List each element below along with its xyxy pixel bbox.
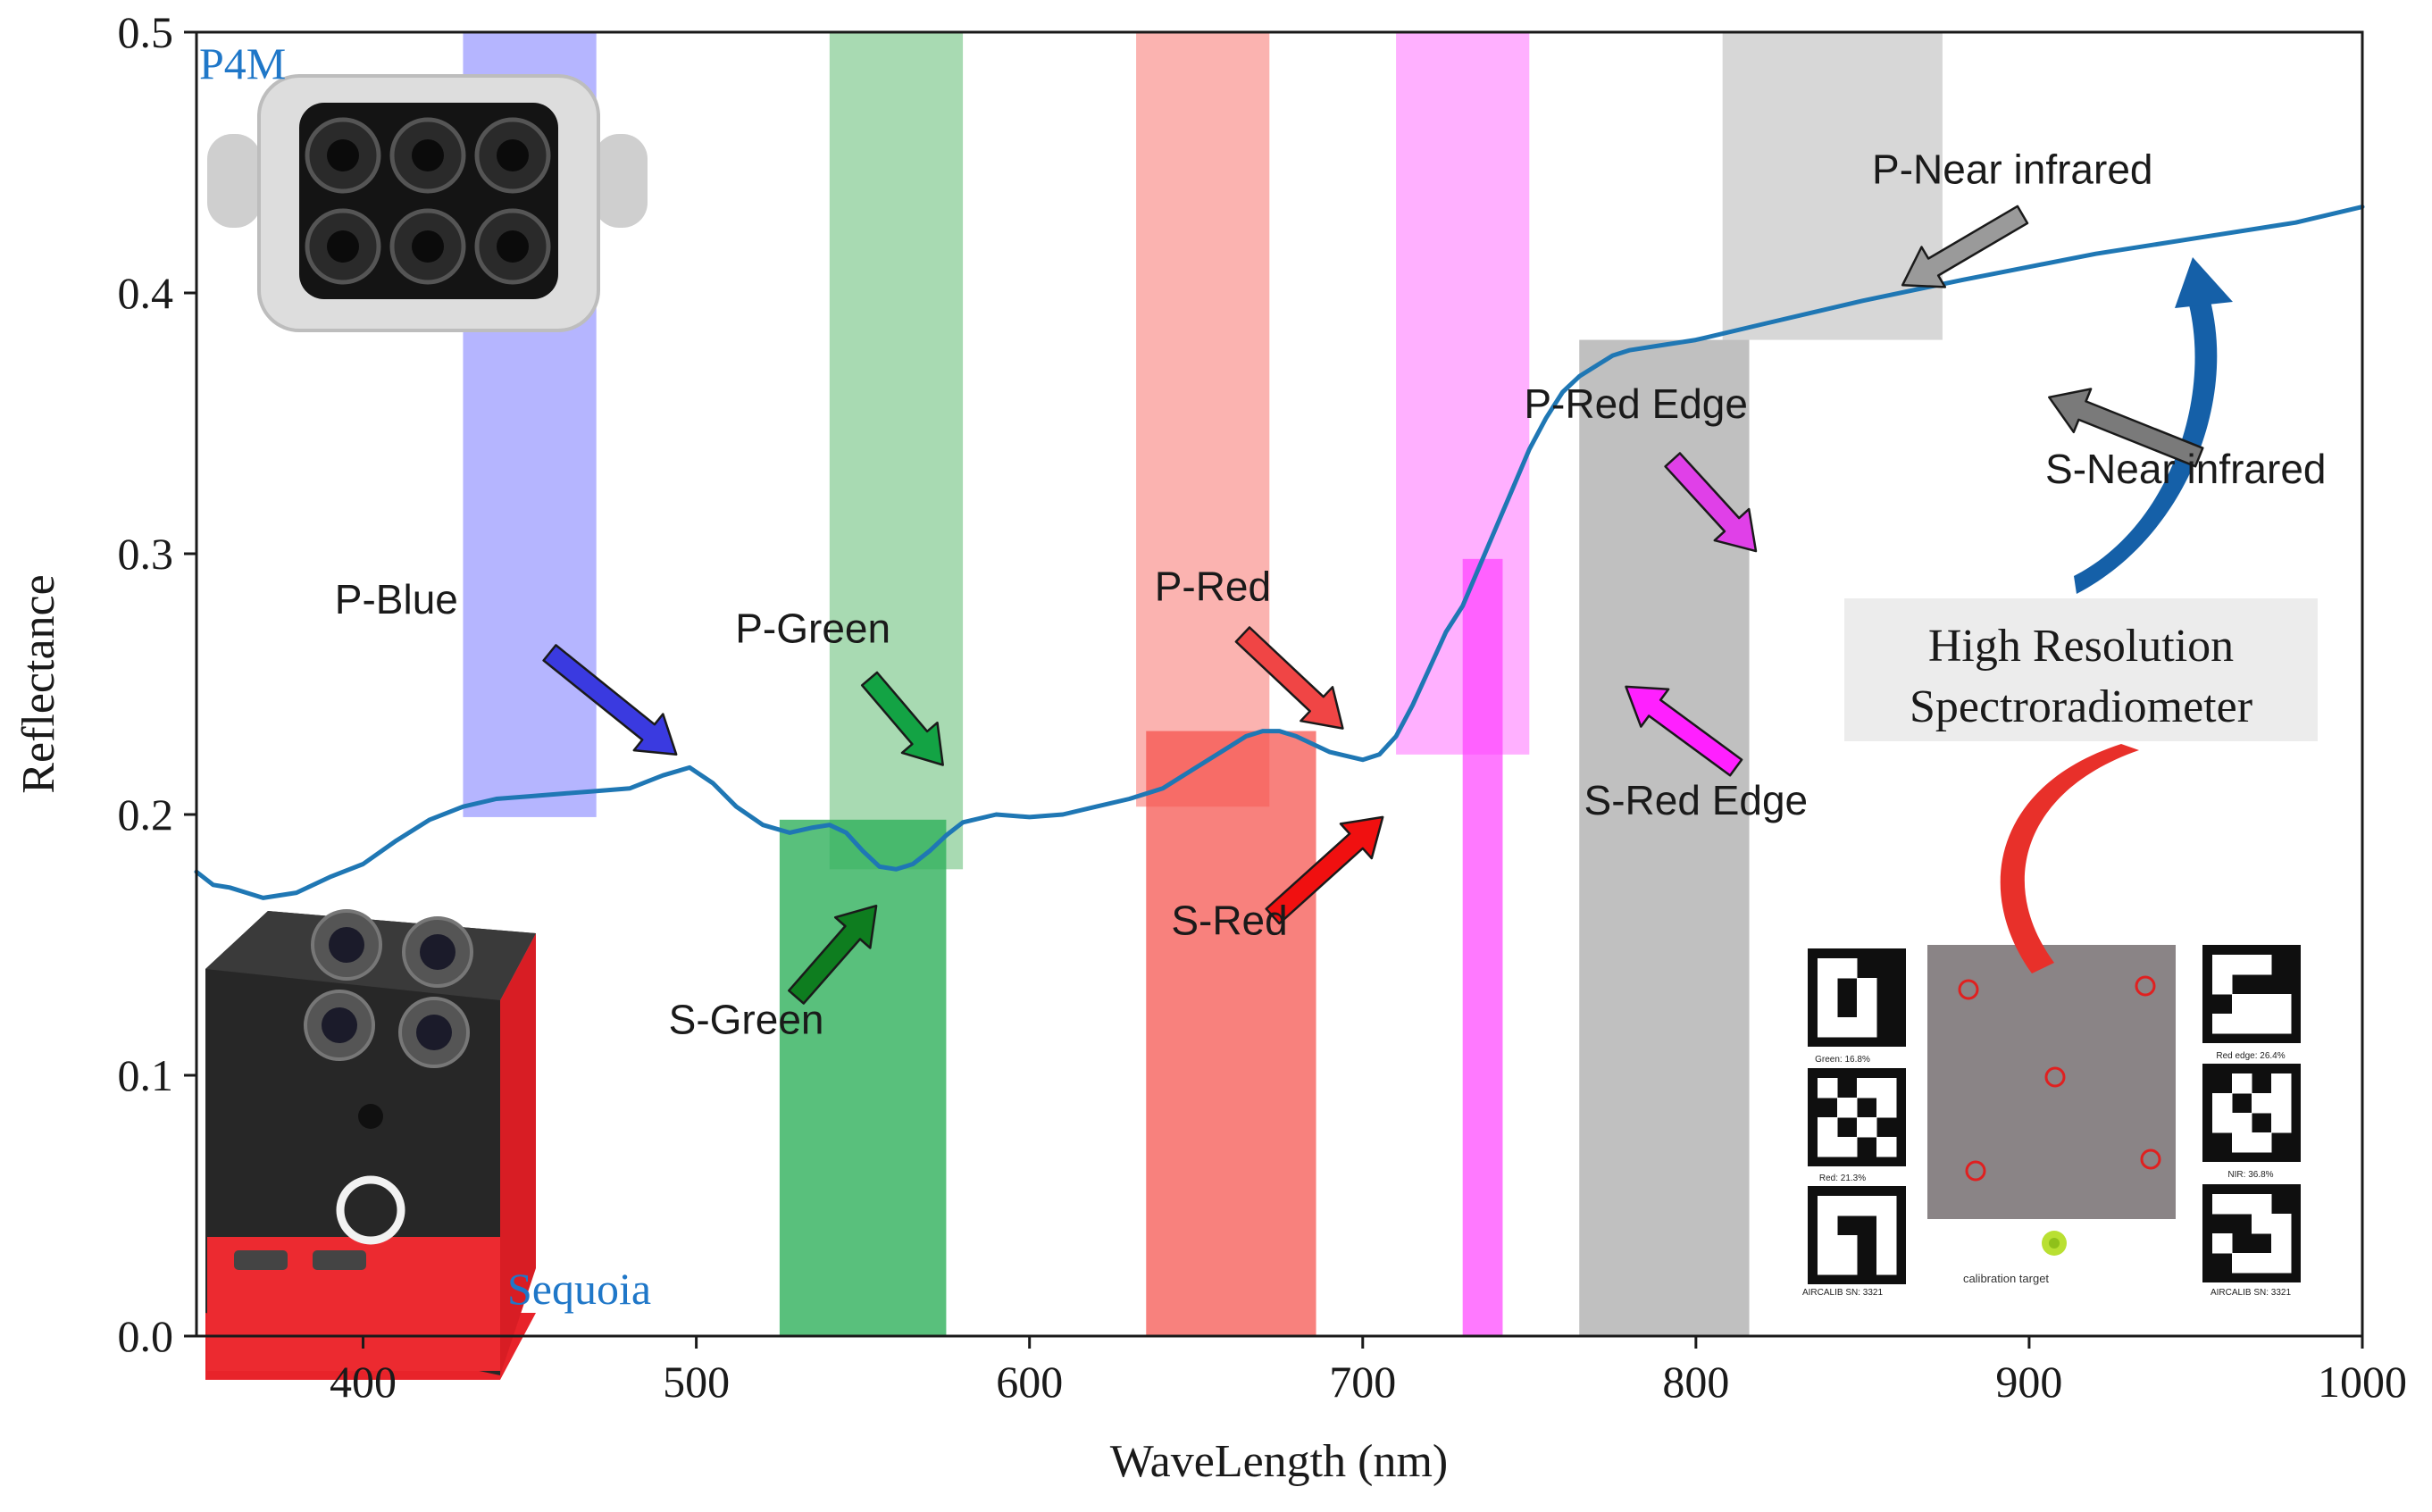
aruco-markers-left	[1808, 948, 1906, 1284]
panel-right-label-0: Red edge: 26.4%	[2216, 1051, 2285, 1061]
y-tick-label-2: 0.2	[118, 789, 174, 840]
y-tick-label-5: 0.5	[118, 7, 174, 57]
annotation-arrow-8	[2048, 388, 2204, 468]
spectral-bands	[463, 32, 1943, 1336]
annotation-label-1: P-Green	[735, 605, 890, 651]
band-rect-6	[1462, 558, 1503, 1336]
axes: 400 500 600 700 800 900 1000 0.0 0.1 0.2 0.3 0.4 0.5	[118, 7, 2408, 1407]
annotation-arrow-2	[788, 904, 878, 1005]
band-rect-1	[829, 32, 964, 870]
panel-left-label-1: Red: 21.3%	[1819, 1174, 1866, 1183]
annotation-label-8: S-Near infrared	[2045, 446, 2326, 492]
annotation-arrow-4	[1265, 815, 1384, 925]
x-tick-label-3: 700	[1329, 1357, 1396, 1407]
y-tick-label-0: 0.0	[118, 1311, 174, 1361]
x-axis-label: WaveLength (nm)	[1110, 1436, 1448, 1487]
spectroradiometer-label-box: High Resolution Spectroradiometer	[1844, 598, 2318, 741]
panel-left-label-2: AIRCALIB SN: 3321	[1802, 1288, 1883, 1298]
sequoia-lenses	[304, 909, 473, 1068]
panel-left-label-0: Green: 16.8%	[1815, 1055, 1870, 1065]
y-tick-label-3: 0.3	[118, 529, 174, 579]
annotation-arrow-7	[1901, 205, 2029, 288]
p4m-lenses	[305, 117, 551, 285]
annotation-arrow-1	[860, 671, 944, 766]
band-rect-8	[1579, 339, 1750, 1336]
annotation-label-3: P-Red	[1155, 564, 1271, 610]
annotation-label-7: P-Near infrared	[1872, 146, 2152, 192]
sequoia-camera-image	[205, 909, 536, 1380]
p4m-label: P4M	[199, 38, 286, 88]
red-curved-arrow	[2000, 744, 2139, 973]
aruco-markers-right	[2202, 945, 2301, 1282]
plot-frame	[195, 30, 2364, 1338]
band-rect-2	[779, 819, 947, 1336]
p4m-camera-image	[207, 74, 648, 332]
annotation-label-0: P-Blue	[335, 576, 458, 622]
y-axis-label: Reflectance	[13, 574, 64, 793]
calibration-points	[1958, 975, 2161, 1182]
annotation-label-4: S-Red	[1171, 897, 1287, 943]
annotation-label-5: P-Red Edge	[1524, 380, 1748, 427]
blue-curved-arrow	[2074, 257, 2233, 594]
annotation-arrow-3	[1234, 626, 1344, 730]
calib-caption: calibration target	[1963, 1272, 2049, 1285]
x-tick-label-5: 900	[1995, 1357, 2062, 1407]
annotation-arrow-0	[542, 644, 678, 756]
x-tick-label-0: 400	[330, 1357, 397, 1407]
annotation-label-6: S-Red Edge	[1584, 777, 1809, 823]
band-rect-4	[1146, 731, 1316, 1336]
y-tick-label-4: 0.4	[118, 268, 174, 318]
x-tick-label-6: 1000	[2318, 1357, 2407, 1407]
y-tick-label-1: 0.1	[118, 1050, 174, 1100]
x-tick-label-1: 500	[663, 1357, 730, 1407]
annotation-arrow-6	[1625, 685, 1743, 777]
panel-right-label-2: AIRCALIB SN: 3321	[2211, 1288, 2291, 1298]
x-tick-label-2: 600	[996, 1357, 1063, 1407]
calibration-target-image: calibration target Green: 16.8% Red: 21.…	[1802, 942, 2304, 1298]
panel-right-label-1: NIR: 36.8%	[2227, 1170, 2273, 1180]
sequoia-label: Sequoia	[507, 1264, 651, 1314]
band-rect-7	[1722, 32, 1943, 340]
reflectance-line	[194, 205, 2365, 900]
annotation-label-2: S-Green	[669, 996, 824, 1042]
spectroradiometer-line-1: High Resolution	[1928, 621, 2234, 672]
annotation-arrow-5	[1664, 452, 1758, 553]
band-rect-3	[1136, 32, 1270, 807]
spectroradiometer-line-2: Spectroradiometer	[1910, 681, 2252, 732]
reflectance-curve	[194, 205, 2365, 900]
x-tick-label-4: 800	[1662, 1357, 1729, 1407]
